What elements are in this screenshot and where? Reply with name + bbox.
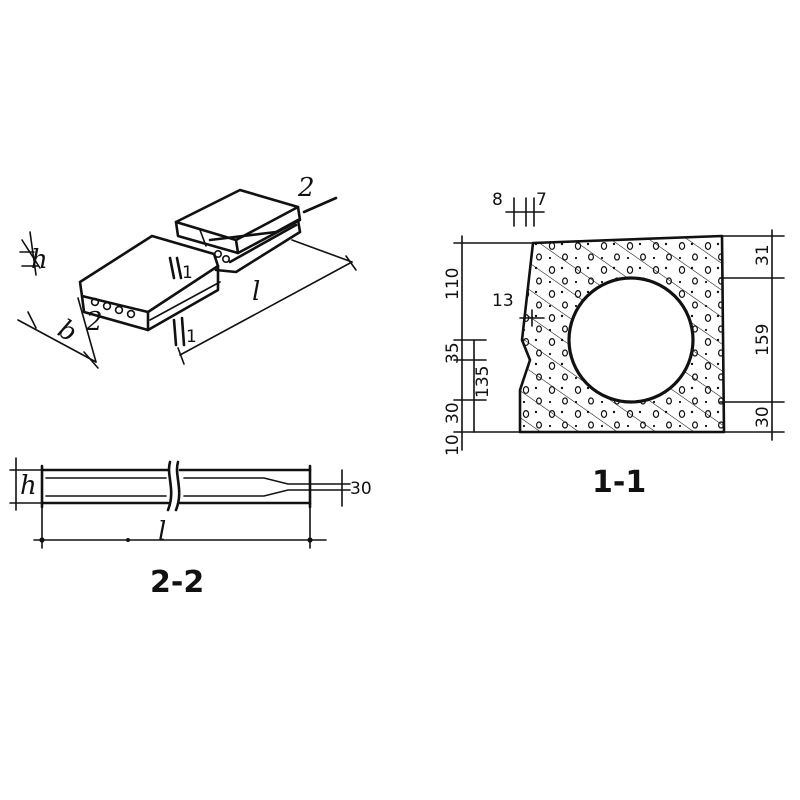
core-hole-2 <box>102 301 112 311</box>
section-1-left-dim-10: 10 <box>443 434 463 456</box>
iso-length-label: l <box>252 277 260 307</box>
section-1-left-dim-110: 110 <box>443 268 463 300</box>
iso-section-2-top-label: 2 <box>297 173 315 203</box>
section-1-left-dim-135: 135 <box>473 366 493 398</box>
iso-width-label: b <box>53 314 82 348</box>
core-hole-4 <box>126 309 136 319</box>
iso-height-label: h <box>31 245 48 275</box>
section-1-right-dim-30: 30 <box>753 406 773 428</box>
section-2-height-label: h <box>20 471 37 501</box>
iso-section-mark-1: 1 1 <box>168 256 197 347</box>
section-2-2: 30 h l 2-2 <box>9 457 372 600</box>
iso-section-1-bottom-label: 1 <box>186 327 197 347</box>
section-1-left-dim-35: 35 <box>443 342 463 364</box>
iso-section-mark-2: 2 2 <box>85 173 338 337</box>
section-2-title: 2-2 <box>150 565 204 600</box>
core-hole-1 <box>90 297 100 307</box>
section-1-left-dim-30: 30 <box>443 402 463 424</box>
iso-height-dimension: h <box>19 231 48 276</box>
hollow-core <box>567 276 695 404</box>
section-1-right-dim-159: 159 <box>753 324 773 356</box>
section-2-end-dim: 30 <box>350 479 372 499</box>
section-1-inner-dim: 13 <box>492 291 514 311</box>
section-1-1: 8 7 110 35 135 30 10 13 31 159 30 1-1 <box>443 190 785 500</box>
section-1-top-dim-2: 7 <box>536 190 547 210</box>
section-1-right-dim-31: 31 <box>753 244 773 266</box>
section-outline <box>518 234 726 434</box>
iso-section-1-top-label: 1 <box>182 263 193 283</box>
back-slab <box>174 188 302 274</box>
front-slab <box>78 234 221 332</box>
section-1-title: 1-1 <box>592 465 646 500</box>
section-1-top-dim-1: 8 <box>492 190 503 210</box>
core-hole-3 <box>114 305 124 315</box>
isometric-view: h b l 1 1 2 2 <box>17 173 357 369</box>
section-2-length-label: l <box>158 517 166 547</box>
iso-length-dimension: l <box>177 239 357 365</box>
iso-section-2-bottom-label: 2 <box>85 307 103 337</box>
